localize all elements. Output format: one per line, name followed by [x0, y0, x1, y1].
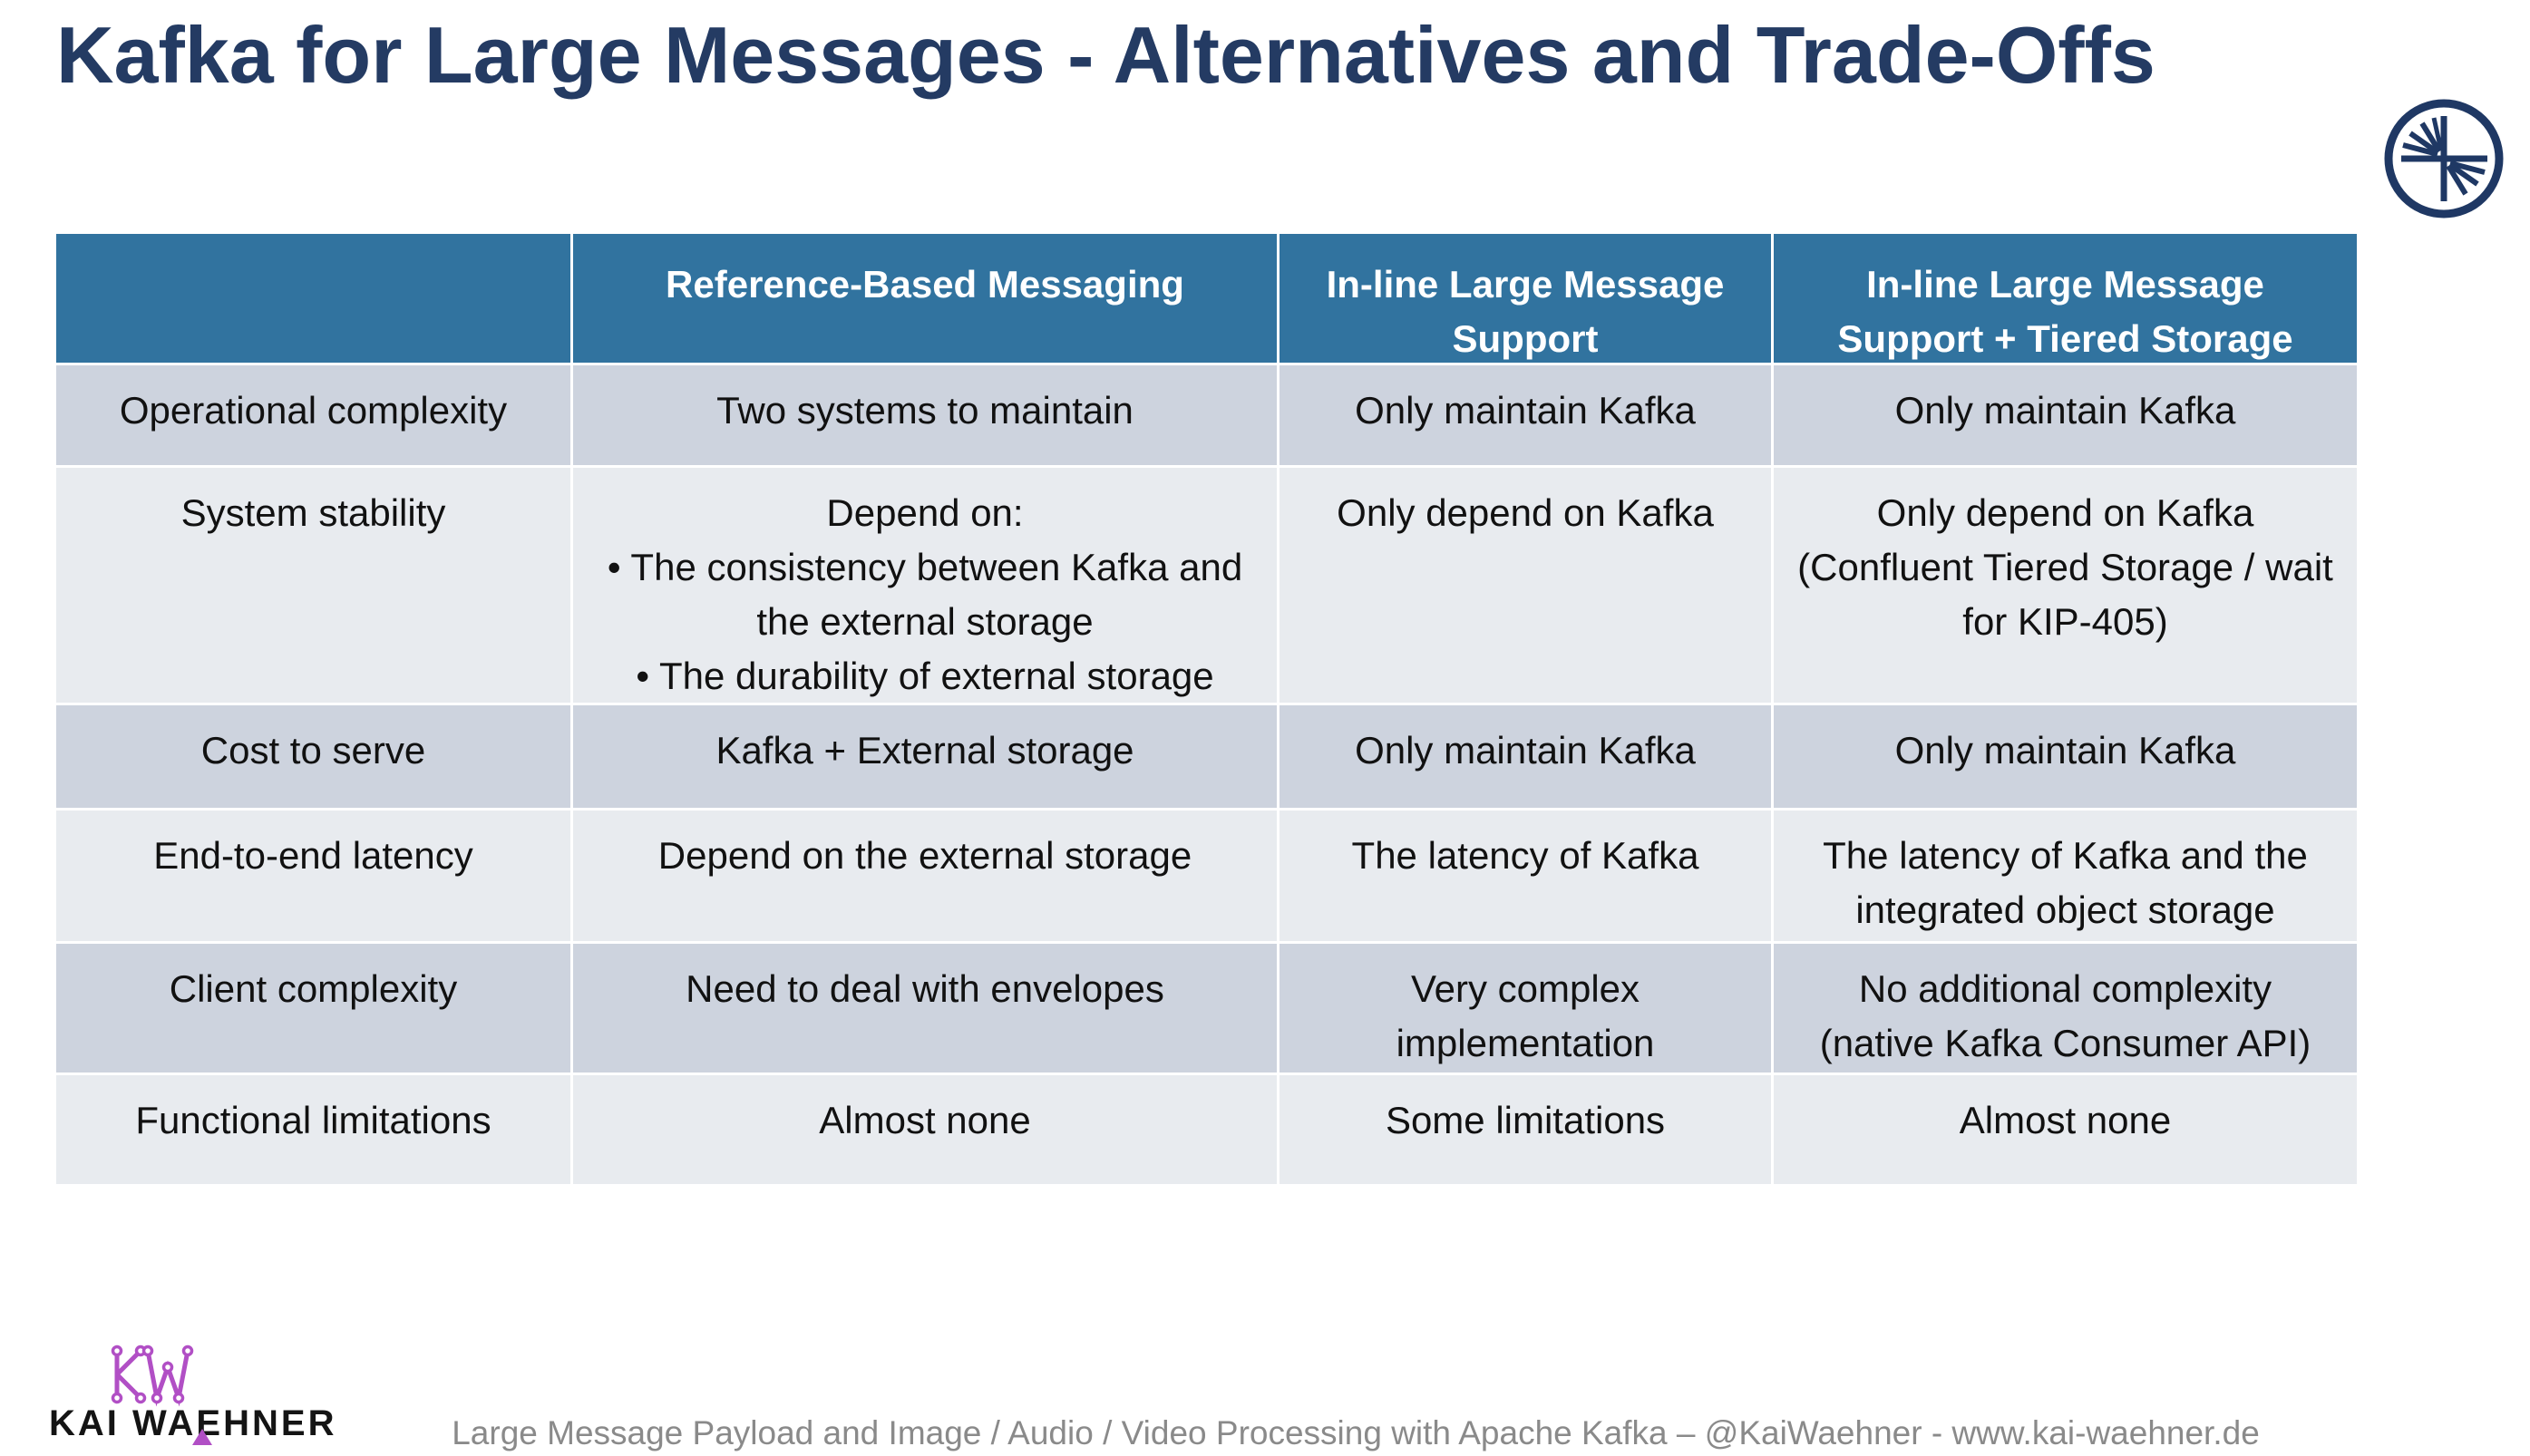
table-cell: Depend on: • The consistency between Kaf… — [573, 468, 1277, 703]
table-cell: The latency of Kafka — [1280, 811, 1771, 941]
row-label: Functional limitations — [56, 1075, 570, 1184]
row-label: Operational complexity — [56, 365, 570, 465]
brand-name: KAI WAEHNER — [49, 1403, 337, 1443]
brand-accent-triangle — [192, 1429, 212, 1445]
column-header-inline-tiered: In-line Large Message Support + Tiered S… — [1774, 234, 2357, 363]
table-cell: Some limitations — [1280, 1075, 1771, 1184]
row-label: System stability — [56, 468, 570, 703]
row-label: Cost to serve — [56, 705, 570, 808]
table-cell: Only maintain Kafka — [1280, 365, 1771, 465]
table-cell: Only maintain Kafka — [1280, 705, 1771, 808]
table-cell: Two systems to maintain — [573, 365, 1277, 465]
table-cell: Very complex implementation — [1280, 944, 1771, 1073]
table-cell: Only maintain Kafka — [1774, 365, 2357, 465]
kw-logo-icon — [111, 1344, 194, 1407]
table-cell: Kafka + External storage — [573, 705, 1277, 808]
row-label: Client complexity — [56, 944, 570, 1073]
column-header-reference-based: Reference-Based Messaging — [573, 234, 1277, 363]
table-cell: Almost none — [573, 1075, 1277, 1184]
footer-caption: Large Message Payload and Image / Audio … — [452, 1414, 2260, 1451]
table-cell: Only depend on Kafka (Confluent Tiered S… — [1774, 468, 2357, 703]
table-cell: Only maintain Kafka — [1774, 705, 2357, 808]
page-title: Kafka for Large Messages - Alternatives … — [56, 10, 2155, 100]
table-cell: No additional complexity (native Kafka C… — [1774, 944, 2357, 1073]
comparison-table: Reference-Based Messaging In-line Large … — [56, 234, 2357, 1184]
column-header-inline-support: In-line Large Message Support — [1280, 234, 1771, 363]
confluent-starburst-icon — [2384, 99, 2504, 218]
table-cell: Depend on the external storage — [573, 811, 1277, 941]
table-cell: Almost none — [1774, 1075, 2357, 1184]
table-cell: The latency of Kafka and the integrated … — [1774, 811, 2357, 941]
column-header-blank — [56, 234, 570, 363]
row-label: End-to-end latency — [56, 811, 570, 941]
table-cell: Only depend on Kafka — [1280, 468, 1771, 703]
table-cell: Need to deal with envelopes — [573, 944, 1277, 1073]
